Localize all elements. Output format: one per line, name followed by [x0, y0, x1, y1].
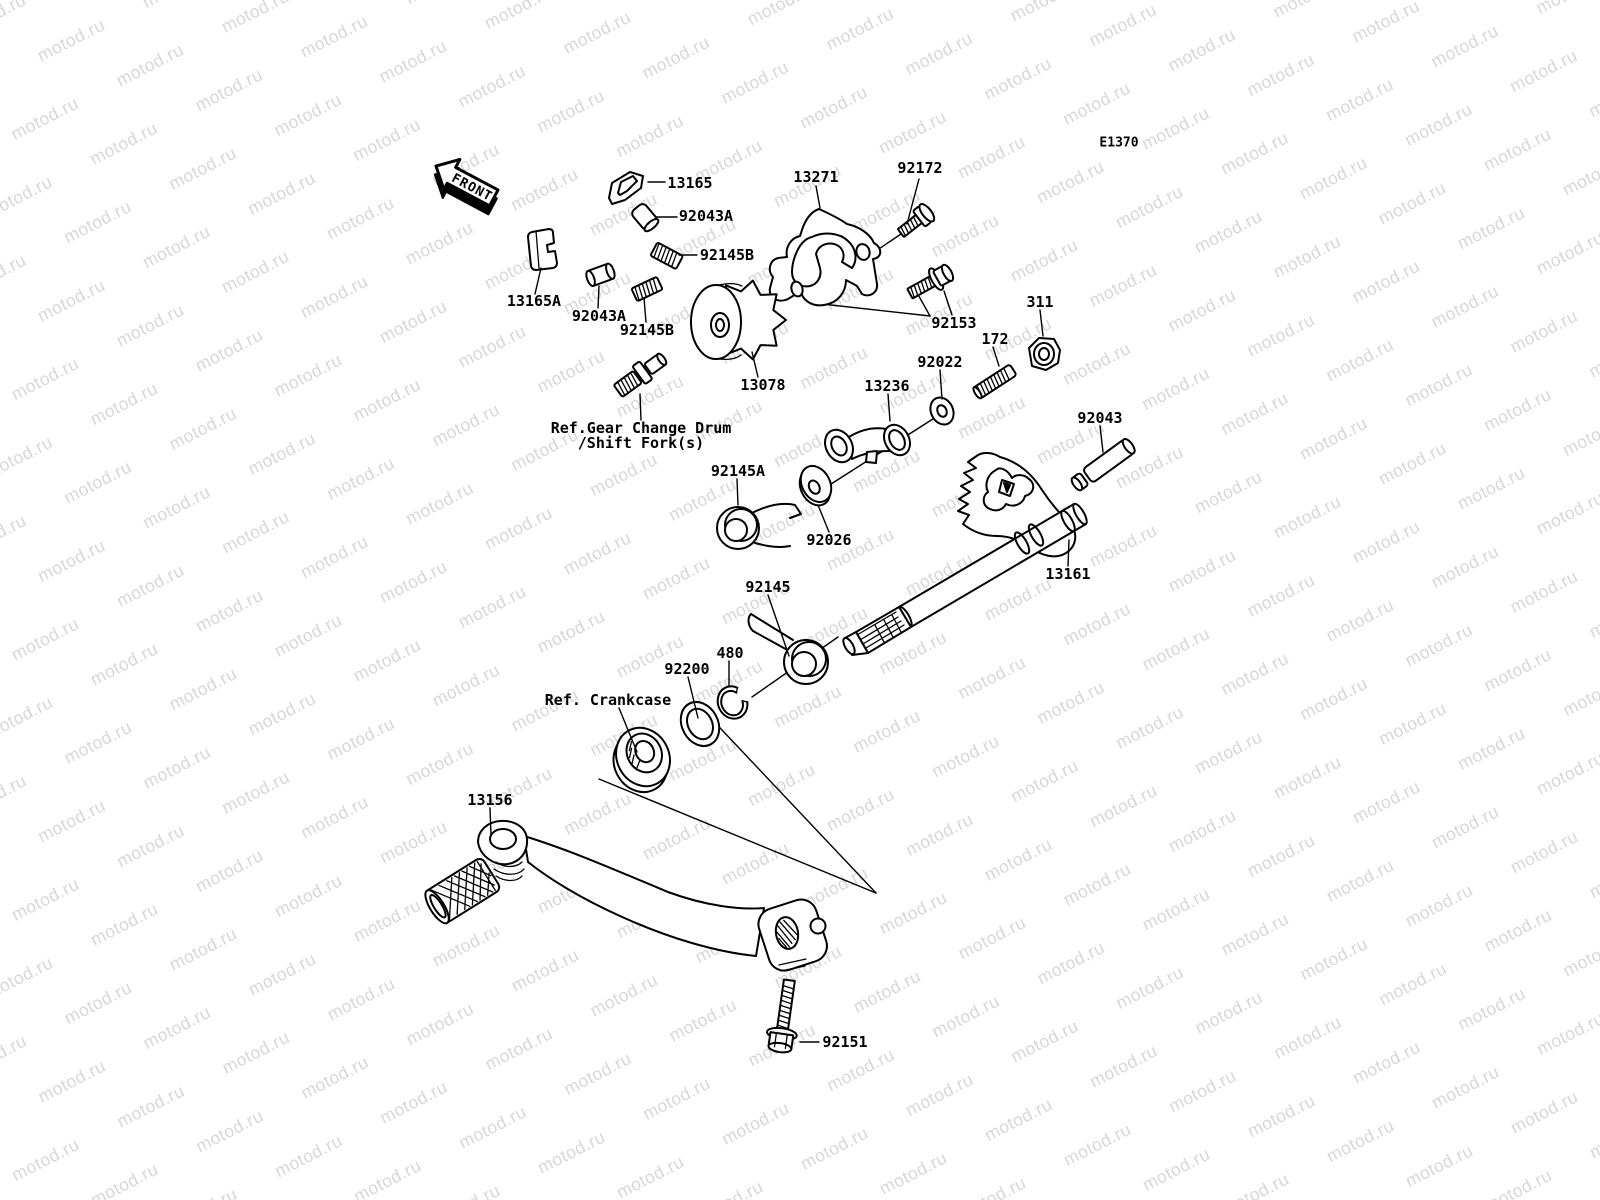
part-13271-holder-plate: [768, 208, 882, 307]
part-92145b-spring-2: [631, 276, 663, 302]
part-92153-bolt: [906, 263, 955, 300]
part-13165-cam: [608, 171, 644, 205]
part-ref-drum-pin: [613, 352, 668, 398]
part-13078-ratchet-gear: [690, 279, 787, 361]
part-92043a-bushing-1: [631, 203, 660, 233]
part-13236-arm: [824, 423, 911, 464]
part-92145-torsion-spring: [747, 613, 829, 685]
part-92043a-bushing-2: [585, 262, 616, 288]
part-13165a-clip: [527, 228, 558, 271]
part-92200-washer: [679, 701, 721, 747]
part-480-circlip: [716, 685, 749, 720]
part-13156-pedal: [424, 819, 828, 972]
part-oil-seal: [612, 726, 671, 794]
part-172-stud: [972, 364, 1017, 400]
leader-lines: [489, 178, 1104, 1043]
part-92145b-spring-1: [650, 242, 684, 270]
part-92022-washer: [929, 396, 955, 426]
part-92172-screw: [897, 203, 936, 238]
front-arrow: FRONT: [433, 157, 500, 216]
part-13161-shift-shaft: [842, 451, 1088, 656]
diagram-code: E1370: [1099, 135, 1139, 151]
part-92151-bolt: [765, 978, 798, 1054]
part-92026-washer: [798, 464, 833, 507]
part-311-nut: [1028, 337, 1061, 371]
part-92145a-torsion-spring: [716, 502, 802, 550]
part-92043-pin: [1070, 438, 1136, 492]
